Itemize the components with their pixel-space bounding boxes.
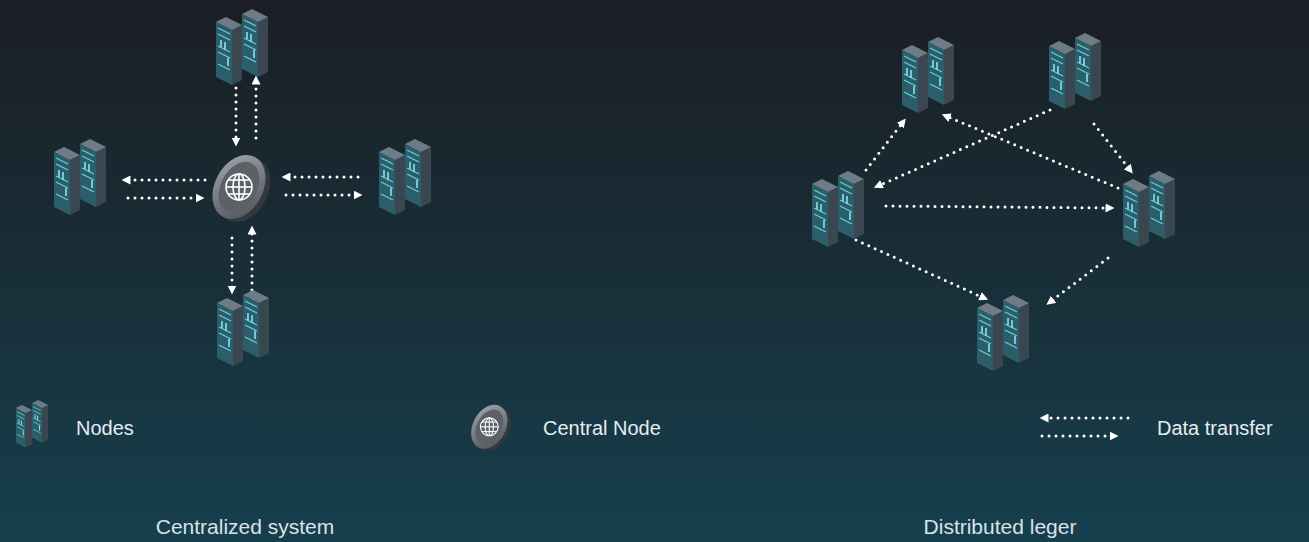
transfer-line xyxy=(866,122,903,170)
transfer-line xyxy=(286,194,358,197)
transfer-line xyxy=(946,116,1118,188)
server-node xyxy=(216,9,268,85)
legend-text: Nodes xyxy=(76,416,134,440)
server-node xyxy=(379,139,431,215)
legend-central-icon xyxy=(464,399,518,458)
transfer-line xyxy=(856,240,984,298)
legend-text: Data transfer xyxy=(1157,416,1273,440)
transfer-line xyxy=(255,80,258,138)
transfer-line xyxy=(886,206,1110,208)
data-transfer-lines xyxy=(126,80,358,290)
server-node xyxy=(217,290,269,366)
legend-transfer-sample xyxy=(1042,418,1128,436)
transfer-line xyxy=(231,238,234,290)
central-node xyxy=(202,146,281,232)
server-node xyxy=(902,37,954,113)
transfer-line xyxy=(128,197,200,200)
data-transfer-lines xyxy=(856,110,1130,302)
legend-line xyxy=(1044,417,1128,420)
server-node xyxy=(1049,33,1101,109)
server-node xyxy=(1123,171,1175,247)
legend-text: Central Node xyxy=(543,416,661,440)
legend-node-icon xyxy=(16,400,49,448)
legend-line xyxy=(1042,435,1114,438)
transfer-line xyxy=(1050,258,1108,302)
server-node xyxy=(54,139,106,215)
transfer-line xyxy=(286,176,358,179)
server-node xyxy=(812,171,864,247)
server-node xyxy=(977,295,1029,371)
transfer-line xyxy=(251,230,254,290)
transfer-line xyxy=(126,179,205,182)
transfer-line xyxy=(878,110,1050,186)
transfer-line xyxy=(235,88,238,142)
transfer-line xyxy=(1094,124,1130,170)
caption-label: Distributed leger xyxy=(924,514,1077,539)
caption-label: Centralized system xyxy=(156,514,335,539)
